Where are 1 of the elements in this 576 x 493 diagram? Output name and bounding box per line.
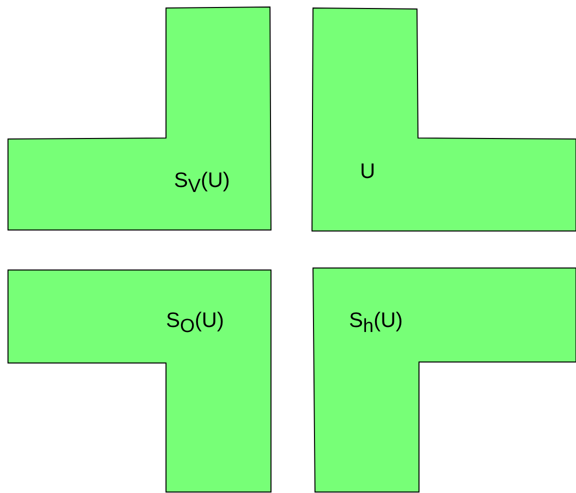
region-label: U <box>360 161 376 182</box>
